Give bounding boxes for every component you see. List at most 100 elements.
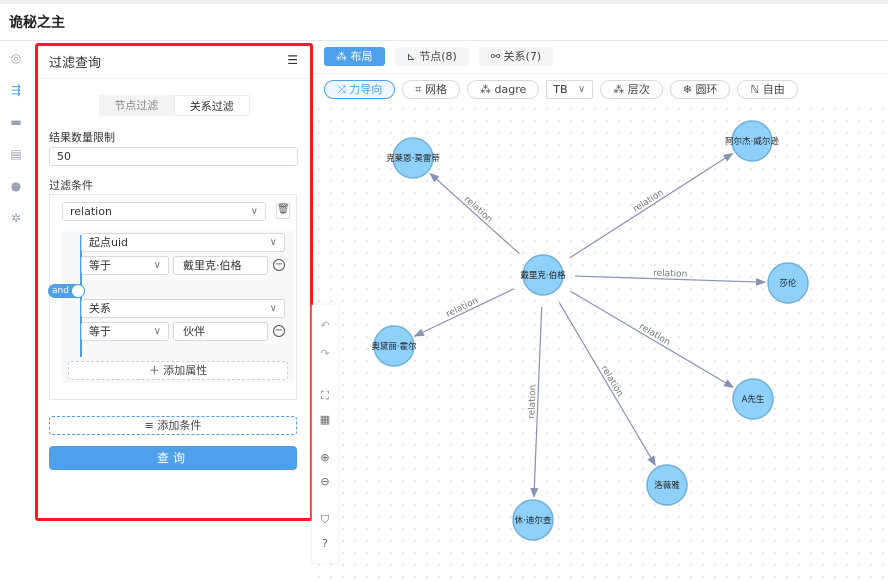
layout-hierarchy[interactable]: ⁂ 层次 [600, 80, 663, 99]
top-strip [0, 0, 888, 4]
add-property-button[interactable]: ＋ 添加属性 [68, 361, 288, 380]
plus-icon: ＋ [148, 364, 164, 377]
edge[interactable] [574, 275, 767, 286]
condition-value-input[interactable]: 伙伴 [173, 322, 268, 341]
field-value: 关系 [89, 302, 111, 315]
layout-label: 力导向 [349, 83, 383, 96]
filter-type-tabs: 节点过滤 关系过滤 [99, 95, 250, 116]
condition-operator-select[interactable]: 等于∨ [81, 256, 169, 275]
chevron-down-icon: ∨ [269, 303, 277, 314]
edge[interactable] [570, 290, 735, 388]
remove-condition-icon[interactable]: − [273, 325, 285, 337]
redo-icon[interactable]: ↷ [320, 347, 330, 360]
trash-icon[interactable]: 🗑 [276, 203, 290, 219]
circle-icon: ❄ [682, 83, 696, 96]
tab-layout[interactable]: ⁂ 布局 [324, 47, 385, 66]
sidebar-rail: ◎ ⇶ ▬ ▤ ● ✲ [0, 41, 32, 582]
filter-label: 过滤条件 [49, 179, 93, 192]
node-circle[interactable] [522, 254, 564, 296]
node-label: A先生 [742, 394, 765, 405]
graph-node[interactable]: 阿尔杰·威尔逊 [725, 120, 779, 162]
canvas-toolbar: ↶ ↷ ⛶ ▦ ⊕ ⊖ ⛉ ? [312, 305, 338, 563]
node-circle[interactable] [732, 378, 774, 420]
network-icon[interactable]: ✲ [10, 211, 22, 225]
graph-node[interactable]: 洛薇雅 [646, 464, 688, 506]
tab-relations[interactable]: ⚯ 关系(7) [478, 47, 554, 66]
relation-type-select[interactable]: relation∨ [62, 202, 266, 221]
edge[interactable] [413, 288, 515, 337]
layout-label: 层次 [627, 83, 650, 96]
query-button[interactable]: 查询 [49, 446, 297, 470]
condition-group: relation∨ 🗑 and 起点uid∨ 等于∨ 戴里克·伯格 − 关系∨ … [48, 194, 297, 400]
edge[interactable] [558, 302, 656, 467]
document-icon[interactable]: ▤ [10, 147, 22, 161]
condition-operator-select[interactable]: 等于∨ [81, 322, 169, 341]
node-circle[interactable] [512, 499, 554, 541]
graph-node[interactable]: 戴里克·伯格 [520, 254, 566, 296]
graph-node[interactable]: 休·迪尔查 [512, 499, 554, 541]
toolbar-divider [313, 73, 888, 74]
layout-label: dagre [494, 83, 527, 96]
layout-label: 圆环 [695, 83, 718, 96]
tab-nodes[interactable]: ⊾ 节点(8) [394, 47, 469, 66]
node-circle[interactable] [646, 464, 688, 506]
edge-label: relation [599, 364, 625, 399]
database-icon[interactable]: ▬ [10, 115, 22, 129]
graph-node[interactable]: 莎伦 [767, 262, 809, 304]
limit-input[interactable]: 50 [49, 147, 298, 166]
zoom-in-icon[interactable]: ⊕ [320, 451, 330, 464]
remove-condition-icon[interactable]: − [273, 259, 285, 271]
node-circle[interactable] [373, 325, 415, 367]
add-condition-label: 添加条件 [157, 419, 202, 432]
graph-node[interactable]: 克莱恩·莫雷蒂 [386, 137, 440, 179]
edge[interactable] [530, 306, 543, 499]
node-label: 莎伦 [779, 278, 797, 289]
direction-select[interactable]: TB∨ [546, 80, 594, 99]
edge-label: relation [637, 322, 672, 348]
zoom-out-icon[interactable]: ⊖ [320, 475, 330, 488]
export-icon[interactable]: ▦ [319, 413, 331, 426]
node-label: 阿尔杰·威尔逊 [725, 136, 779, 147]
node-circle[interactable] [392, 137, 434, 179]
layout-circular[interactable]: ❄ 圆环 [669, 80, 731, 99]
and-or-toggle[interactable]: and [48, 284, 85, 298]
layout-free[interactable]: ℕ 自由 [737, 80, 798, 99]
header-divider [0, 40, 888, 41]
chevron-down-icon: ∨ [153, 326, 161, 337]
help-icon[interactable]: ? [322, 537, 328, 550]
shirt-icon[interactable]: ⛉ [320, 513, 330, 526]
force-icon: ⤨ [337, 83, 350, 96]
collapse-menu-icon[interactable]: ☰ [287, 53, 298, 67]
tab-node-filter[interactable]: 节点过滤 [114, 99, 159, 112]
fit-view-icon[interactable]: ⛶ [321, 389, 329, 402]
condition-value-input[interactable]: 戴里克·伯格 [173, 256, 268, 275]
condition-field-select[interactable]: 起点uid∨ [81, 233, 285, 252]
edge-label: relation [527, 384, 538, 419]
edge[interactable] [429, 172, 520, 255]
relation-type-value: relation [70, 205, 112, 218]
edge[interactable] [569, 152, 734, 259]
limit-label: 结果数量限制 [49, 131, 115, 144]
tab-label: 关系(7) [503, 50, 542, 63]
tab-label: 节点(8) [419, 50, 457, 63]
node-label: 洛薇雅 [654, 480, 680, 491]
operator-value: 等于 [89, 259, 111, 272]
condition-field-select[interactable]: 关系 ∨ [81, 299, 285, 318]
layout-force[interactable]: ⤨ 力导向 [324, 80, 396, 99]
layout-dagre[interactable]: ⁂ dagre [467, 80, 540, 99]
graph-node[interactable]: 奥黛丽·霍尔 [371, 325, 417, 367]
direction-value: TB [553, 83, 568, 96]
node-circle[interactable] [731, 120, 773, 162]
undo-icon[interactable]: ↶ [320, 319, 330, 332]
layout-grid[interactable]: ⌗ 网格 [402, 80, 460, 99]
graph-node[interactable]: A先生 [732, 378, 774, 420]
node-circle[interactable] [767, 262, 809, 304]
palette-icon[interactable]: ● [10, 179, 22, 193]
list-add-icon: ≡ [144, 419, 158, 432]
add-condition-button[interactable]: ≡ 添加条件 [49, 416, 297, 435]
graph-icon[interactable]: ⇶ [10, 83, 22, 97]
search-icon[interactable]: ◎ [10, 51, 22, 65]
tab-relation-filter[interactable]: 关系过滤 [174, 96, 249, 115]
